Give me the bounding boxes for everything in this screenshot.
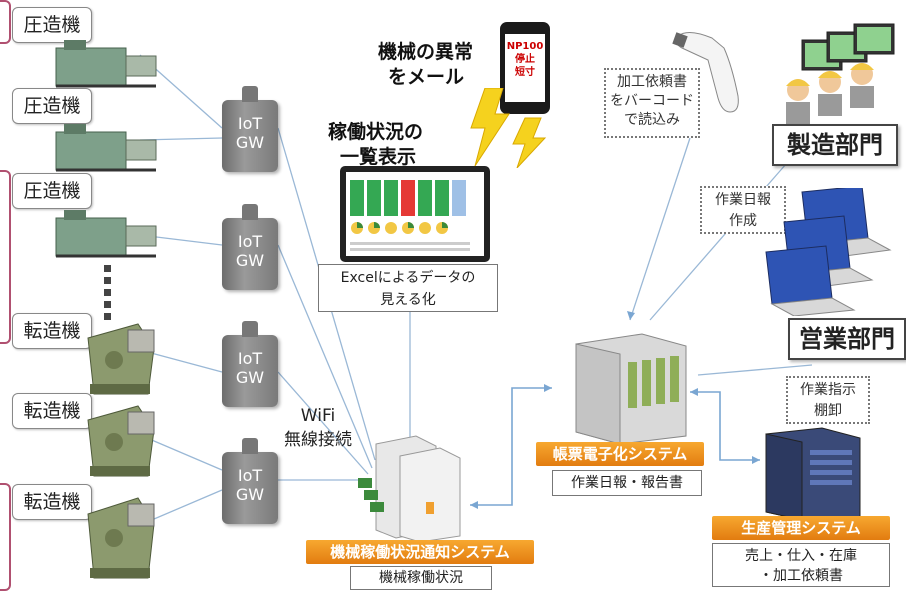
smartphone-screen: NP100 停止 短寸 (505, 34, 545, 102)
rolling-machine-2-image (87, 405, 155, 477)
phone-alert-line2: 停止 (515, 54, 535, 65)
iot-gateway-1: IoT GW (222, 86, 278, 172)
wifi-label: WiFi 無線接続 (268, 404, 368, 452)
machine-label-5: 転造機 (12, 393, 92, 429)
dashboard-heading-line2: 一覧表示 (340, 146, 417, 168)
barcode-note-line3: で読込み (624, 112, 680, 128)
phone-alert-line1: NP100 (506, 41, 544, 52)
report-system-subtitle: 作業日報・報告書 (552, 470, 702, 496)
heading-machine-2-image (55, 124, 157, 172)
barcode-scanner-image (672, 32, 739, 113)
production-system-subtitle-line2: ・加工依頼書 (759, 568, 843, 584)
machine-label-6: 転造機 (12, 484, 92, 520)
instruction-note-line2: 棚卸 (814, 403, 842, 419)
iot-gateway-2-line2: GW (235, 251, 265, 270)
left-frame-top (0, 0, 11, 44)
wifi-label-line2: 無線接続 (284, 430, 352, 450)
sales-dept-label: 営業部門 (788, 318, 906, 360)
machine-continuation-dots (104, 265, 111, 320)
sales-laptops-image (765, 188, 892, 316)
iot-gateway-3: IoT GW (222, 321, 278, 407)
heading-machine-3-image (55, 210, 157, 258)
iot-gateway-2-line1: IoT (237, 232, 263, 251)
smartphone-image: NP100 停止 短寸 (500, 22, 550, 114)
machine-label-2: 圧造機 (12, 88, 92, 124)
iot-gateway-3-line2: GW (235, 368, 265, 387)
dashboard-caption-line2: 見える化 (380, 292, 436, 308)
manufacturing-dept-label: 製造部門 (772, 124, 898, 166)
iot-gateway-1-line2: GW (235, 133, 265, 152)
dashboard-caption-line1: Excelによるデータの (340, 270, 476, 286)
alert-heading: 機械の異常 をメール (378, 40, 473, 90)
daily-report-note-line2: 作成 (729, 213, 757, 229)
iot-gateway-4-line2: GW (235, 485, 265, 504)
production-system-subtitle: 売上・仕入・在庫 ・加工依頼書 (712, 543, 890, 587)
production-system-title: 生産管理システム (712, 516, 890, 540)
barcode-note-line2: をバーコード (610, 93, 694, 109)
barcode-note: 加工依頼書 をバーコード で読込み (604, 68, 700, 138)
daily-report-note-line1: 作業日報 (715, 192, 771, 208)
iot-gateway-3-line1: IoT (237, 349, 263, 368)
rolling-machine-3-image (87, 497, 155, 579)
production-system-subtitle-line1: 売上・仕入・在庫 (745, 548, 857, 564)
production-server-image (765, 427, 861, 520)
notify-system-subtitle: 機械稼働状況 (350, 566, 492, 590)
machine-label-1: 圧造機 (12, 7, 92, 43)
laptop-dashboard-image (340, 166, 490, 262)
machine-label-3: 圧造機 (12, 173, 92, 209)
manufacturing-workers-image (786, 23, 895, 124)
iot-gateway-2: IoT GW (222, 204, 278, 290)
dashboard-screen (346, 172, 484, 256)
left-frame-bottom (0, 483, 11, 591)
report-server-image (575, 333, 687, 444)
report-system-title: 帳票電子化システム (536, 442, 704, 466)
rolling-machine-1-image (87, 323, 155, 395)
phone-alert-line3: 短寸 (515, 67, 535, 78)
barcode-note-line1: 加工依頼書 (617, 74, 687, 90)
machine-label-4: 転造機 (12, 313, 92, 349)
dashboard-caption: Excelによるデータの 見える化 (318, 264, 498, 312)
lightning-bolt-icon (470, 88, 547, 168)
wifi-label-line1: WiFi (300, 406, 336, 426)
iot-gateway-4-line1: IoT (237, 466, 263, 485)
dashboard-heading: 稼働状況の 一覧表示 (328, 120, 423, 170)
left-frame-middle (0, 170, 11, 344)
alert-heading-line2: をメール (388, 66, 465, 88)
dashboard-tiles (350, 180, 470, 251)
notify-server-image (358, 435, 461, 542)
dashboard-heading-line1: 稼働状況の (328, 121, 424, 143)
instruction-note: 作業指示 棚卸 (786, 376, 870, 424)
instruction-note-line1: 作業指示 (800, 382, 856, 398)
heading-machine-1-image (55, 40, 157, 88)
notify-system-title: 機械稼働状況通知システム (306, 540, 534, 564)
daily-report-note: 作業日報 作成 (700, 186, 786, 234)
iot-gateway-4: IoT GW (222, 438, 278, 524)
alert-heading-line1: 機械の異常 (378, 41, 474, 63)
iot-gateway-1-line1: IoT (237, 114, 263, 133)
